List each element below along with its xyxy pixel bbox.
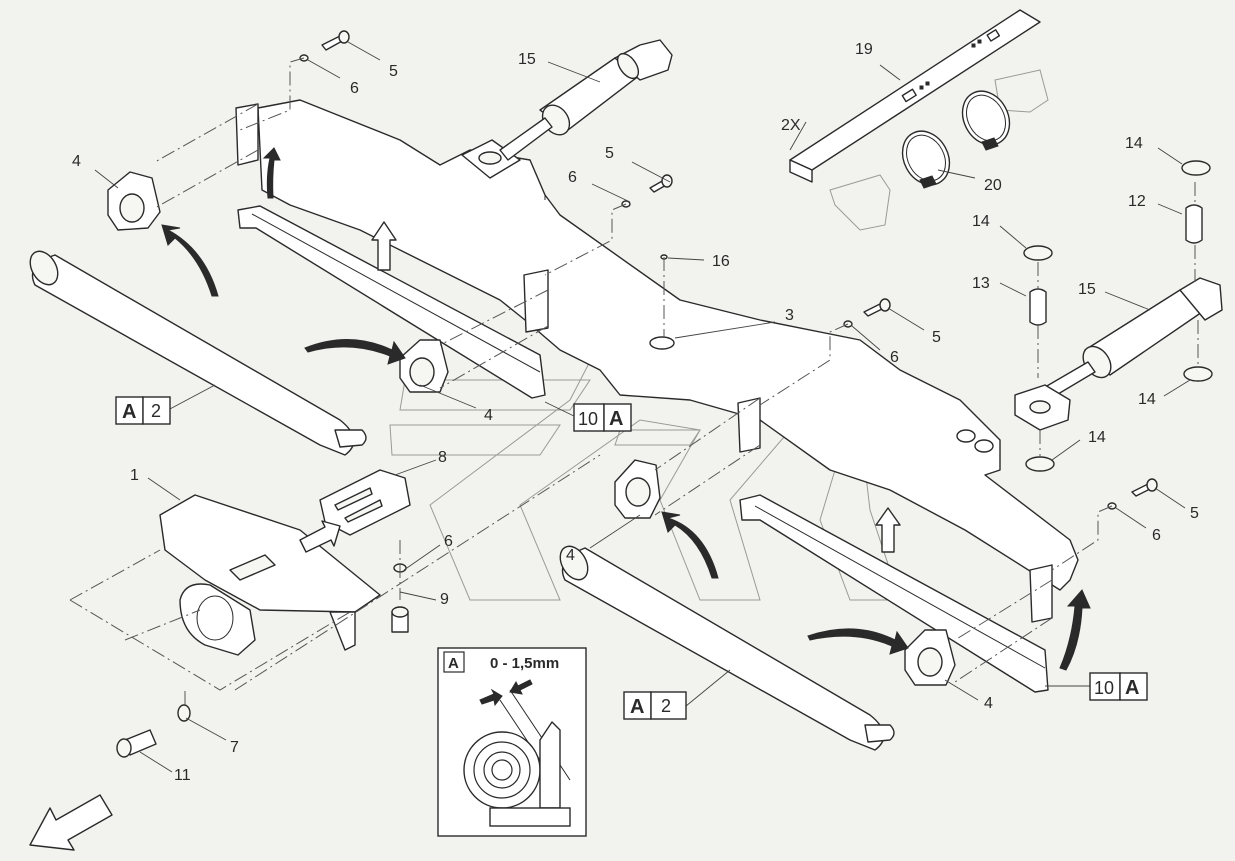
- callout-labels: 5 6 15 4 4 5 6 16 3 5 6 19 20 2X 14 12 1…: [72, 41, 1199, 784]
- callout-6: 6: [444, 533, 453, 550]
- detail-a-inset: A 0 - 1,5mm: [437, 647, 587, 837]
- callout-9: 9: [440, 591, 449, 608]
- right-side-plates: [737, 397, 1053, 693]
- callout-6: 6: [350, 80, 359, 97]
- reference-10a-right: 10 A: [1089, 672, 1148, 701]
- leader-lines: [94, 41, 1191, 773]
- callout-4: 4: [72, 153, 81, 170]
- callout-5: 5: [389, 63, 398, 80]
- svg-text:10: 10: [1094, 678, 1114, 698]
- hydraulic-cylinder-top: [499, 39, 673, 161]
- callout-15: 15: [1078, 281, 1096, 298]
- callout-14: 14: [1138, 391, 1156, 408]
- detail-letter: A: [448, 655, 459, 672]
- callout-6: 6: [890, 349, 899, 366]
- callout-5: 5: [1190, 505, 1199, 522]
- svg-text:A: A: [122, 401, 136, 423]
- roller-left: [29, 250, 367, 456]
- svg-text:2: 2: [151, 401, 161, 421]
- callout-5: 5: [932, 329, 941, 346]
- hose-clamps: [901, 90, 1011, 189]
- roller-right: [559, 545, 895, 751]
- fasteners: [116, 30, 1158, 758]
- callout-4: 4: [984, 695, 993, 712]
- callout-15: 15: [518, 51, 536, 68]
- callout-7: 7: [230, 739, 239, 756]
- callout-13: 13: [972, 275, 990, 292]
- callout-4: 4: [484, 407, 493, 424]
- callout-14: 14: [972, 213, 990, 230]
- callout-8: 8: [438, 449, 447, 466]
- svg-text:10: 10: [578, 409, 598, 429]
- reference-a2-left: A 2: [115, 396, 171, 425]
- callout-20: 20: [984, 177, 1002, 194]
- svg-text:2: 2: [661, 696, 671, 716]
- callout-14: 14: [1125, 135, 1143, 152]
- callout-12: 12: [1128, 193, 1146, 210]
- callout-16: 16: [712, 253, 730, 270]
- assembly-arrows: [161, 147, 1091, 671]
- slotted-plate: [299, 469, 411, 553]
- up-arrow-left: [371, 221, 397, 271]
- svg-text:A: A: [609, 408, 623, 430]
- callout-19: 19: [855, 41, 873, 58]
- assembly-centerlines: [69, 57, 1199, 705]
- frame-hole: [649, 336, 675, 350]
- reference-10a-center: 10 A: [573, 403, 632, 432]
- callout-11: 11: [174, 767, 191, 784]
- towing-bracket: [159, 494, 381, 656]
- callout-14: 14: [1088, 429, 1106, 446]
- quantity-2x: 2X: [781, 117, 801, 134]
- callout-6: 6: [1152, 527, 1161, 544]
- callout-6: 6: [568, 169, 577, 186]
- bearing-units: [107, 171, 956, 686]
- hydraulic-cylinder-right: [1014, 277, 1223, 431]
- callout-5: 5: [605, 145, 614, 162]
- bushings-and-washers: [1023, 160, 1213, 472]
- left-side-plates: [235, 103, 549, 399]
- callout-3: 3: [785, 307, 794, 324]
- callout-1: 1: [130, 467, 139, 484]
- svg-text:A: A: [630, 696, 644, 718]
- up-arrow-right: [875, 507, 901, 553]
- channel-bar: [789, 9, 1041, 183]
- reference-a2-right: A 2: [623, 691, 687, 720]
- detail-clearance: 0 - 1,5mm: [490, 655, 559, 672]
- svg-text:A: A: [1125, 677, 1139, 699]
- callout-4: 4: [566, 547, 575, 564]
- main-frame: [257, 99, 1079, 591]
- direction-arrow-icon: [29, 794, 113, 851]
